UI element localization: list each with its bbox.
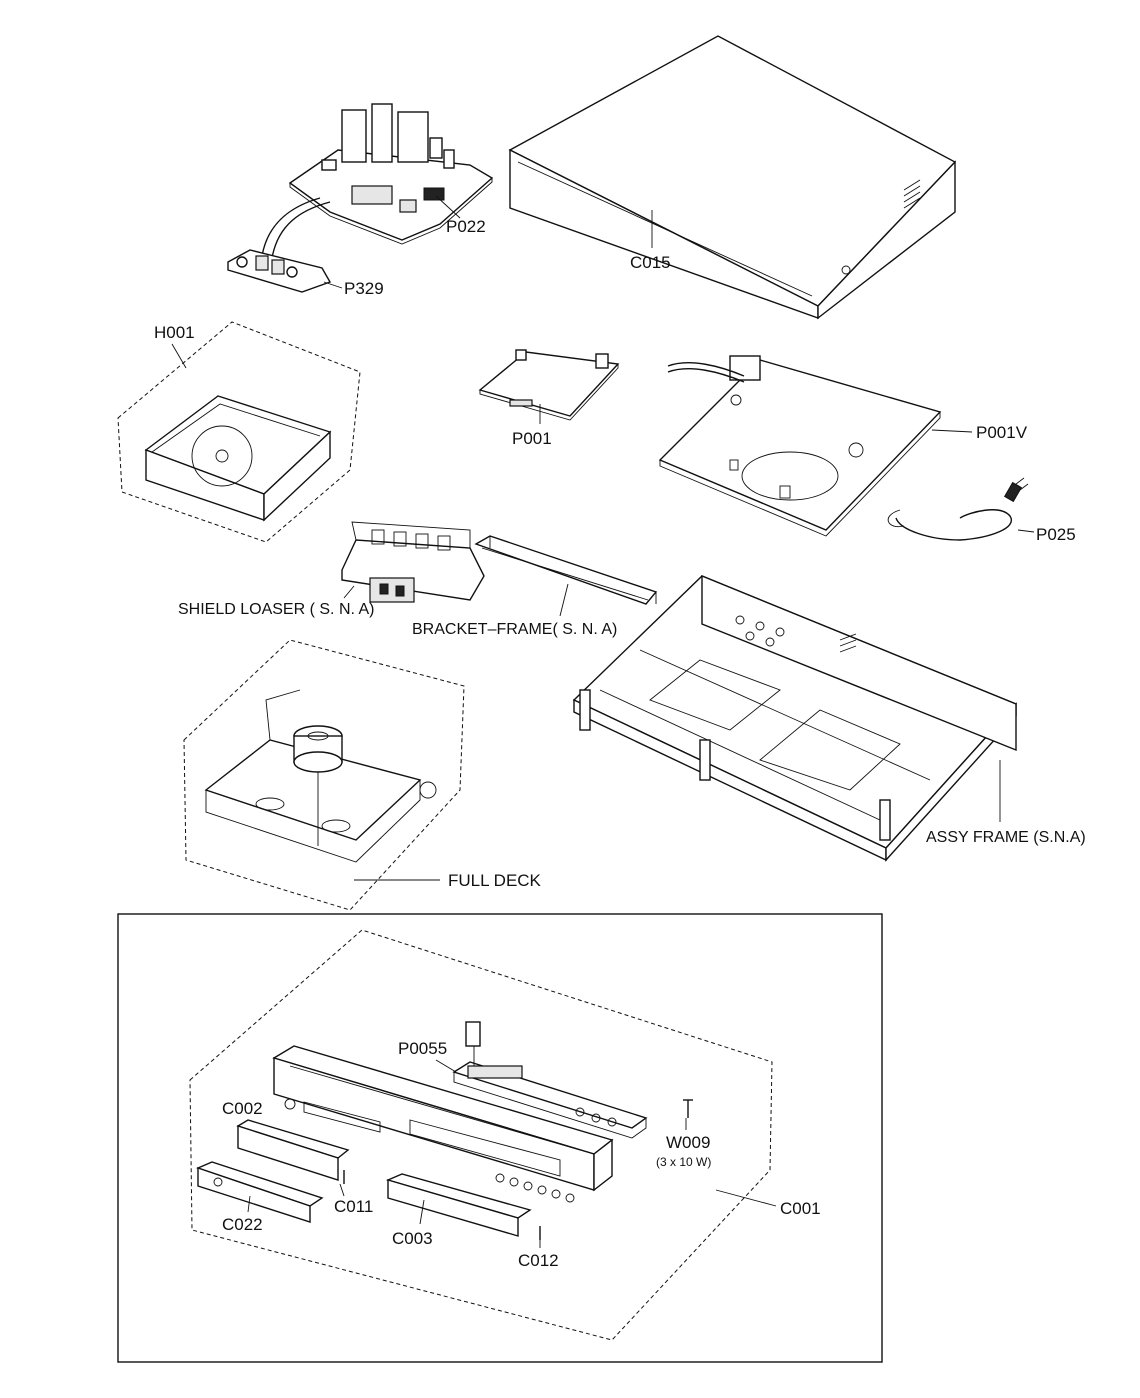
- label-c015: C015: [630, 253, 671, 272]
- label-p001v: P001V: [976, 423, 1028, 442]
- front-panel-box: [117, 913, 883, 1363]
- label-c011: C011: [334, 1197, 373, 1216]
- label-p329: P329: [344, 279, 384, 298]
- top-cover-c015: [508, 35, 957, 320]
- label-full-deck: FULL DECK: [448, 871, 542, 890]
- small-pcb-p001: [478, 349, 620, 421]
- label-p0055: P0055: [398, 1039, 447, 1058]
- loader-h001: [117, 321, 361, 543]
- label-c001: C001: [780, 1199, 821, 1218]
- door-c003: [385, 1173, 532, 1237]
- ribbon-cable: [271, 201, 331, 259]
- label-p001: P001: [512, 429, 552, 448]
- bracket-frame: [474, 535, 658, 605]
- label-p022: P022: [446, 217, 486, 236]
- label-w009: W009: [666, 1133, 710, 1152]
- full-deck: [183, 639, 465, 911]
- label-p025: P025: [1036, 525, 1076, 544]
- main-pcb-p022: [288, 103, 494, 245]
- label-bracket-frame: BRACKET–FRAME( S. N. A): [412, 621, 617, 638]
- label-c002: C002: [222, 1099, 263, 1118]
- front-pcb-p0055: [452, 1021, 648, 1139]
- front-panel-group-outline: [189, 929, 773, 1341]
- window-c002: [236, 1119, 350, 1181]
- label-w009-spec: (3 x 10 W): [656, 1155, 711, 1169]
- leader-p022: [435, 195, 461, 219]
- front-panel-c001: [272, 1045, 614, 1203]
- assy-frame: [572, 574, 1018, 862]
- power-cord-p025: [887, 477, 1029, 541]
- jack-board-p329: [227, 249, 332, 293]
- shield-loaser: [341, 521, 485, 603]
- screw-w009: [683, 1099, 693, 1118]
- cover-plate-c022: [196, 1161, 324, 1223]
- label-h001: H001: [154, 323, 195, 342]
- label-c003: C003: [392, 1229, 433, 1248]
- power-board-p001v: [658, 355, 942, 537]
- label-shield-loaser: SHIELD LOASER ( S. N. A): [178, 601, 375, 618]
- label-c012: C012: [518, 1251, 559, 1270]
- label-c022: C022: [222, 1215, 263, 1234]
- label-assy-frame: ASSY FRAME (S.N.A): [926, 829, 1086, 846]
